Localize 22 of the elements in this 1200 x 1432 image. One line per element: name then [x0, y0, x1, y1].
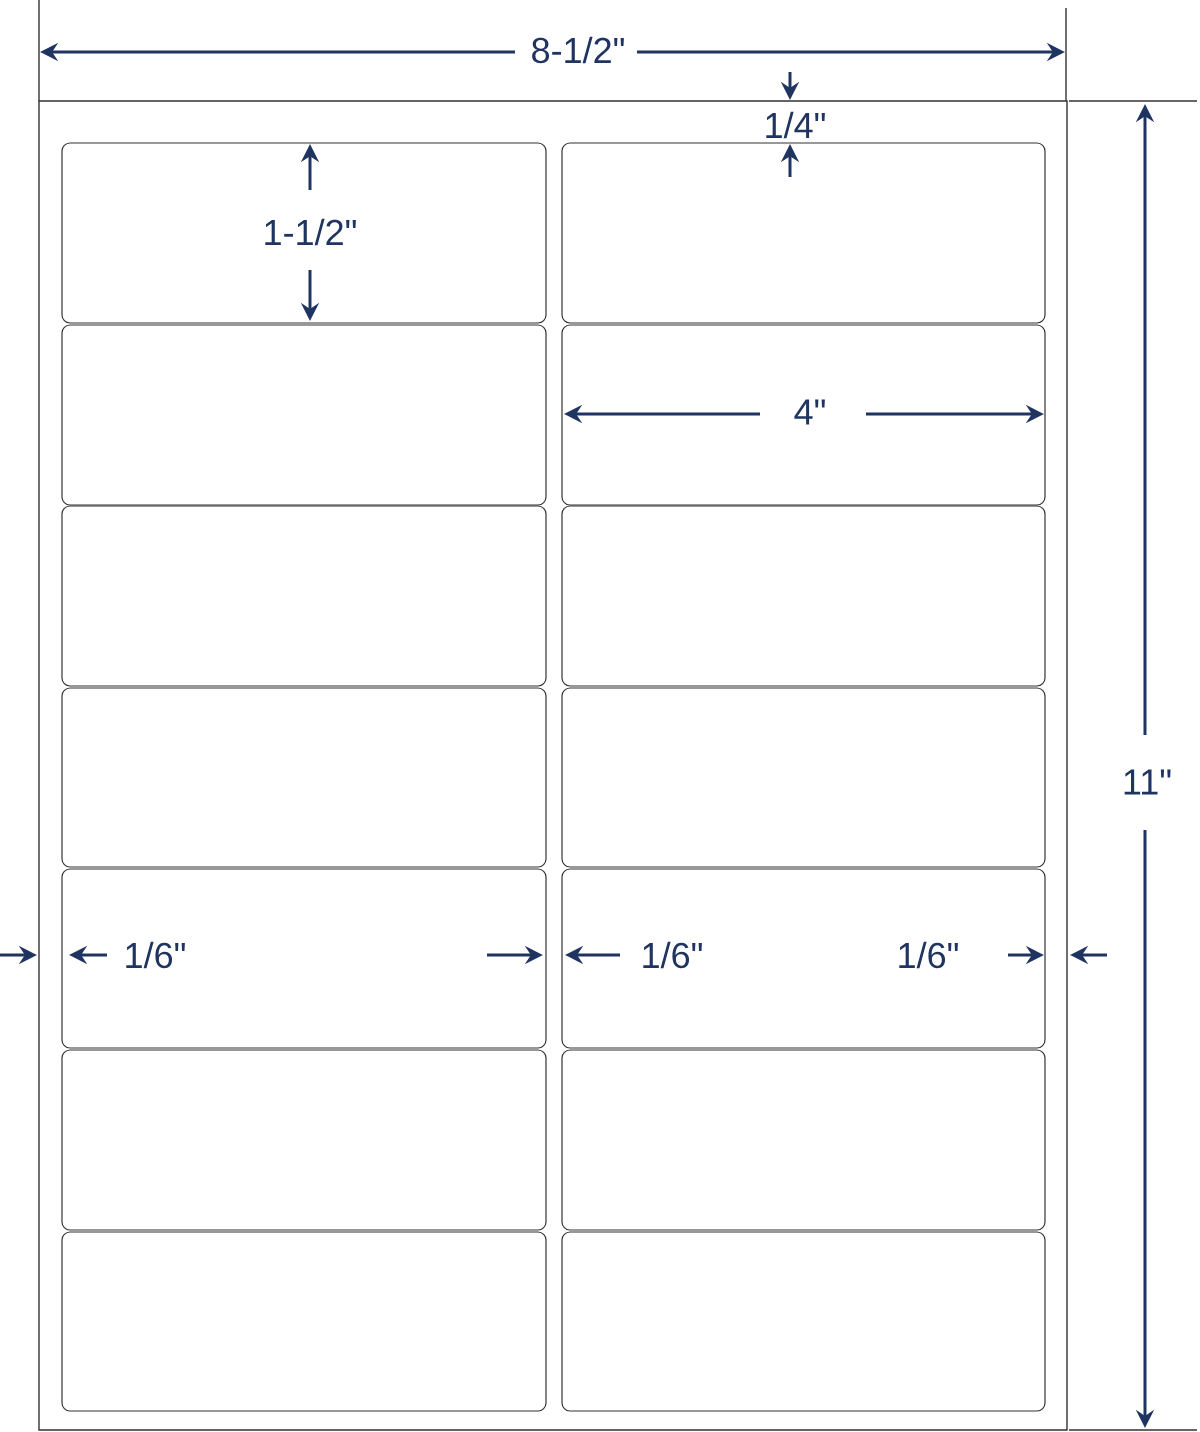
dimension-label: 1/6"	[899, 941, 958, 969]
label-rectangle	[561, 505, 1046, 687]
label-rectangle	[61, 324, 547, 506]
label-rectangle	[561, 868, 1046, 1049]
label-rectangle	[61, 687, 547, 868]
dimension-label: 1/6"	[126, 941, 185, 969]
label-rectangle	[561, 142, 1046, 324]
dimension-label: 1/6"	[643, 941, 702, 969]
dimension-label: 4"	[794, 399, 825, 425]
label-rectangle	[561, 1049, 1046, 1231]
label-rectangle	[561, 687, 1046, 868]
dimension-label: 1-1/2"	[265, 218, 356, 246]
label-rectangle	[61, 1231, 547, 1412]
label-rectangle	[61, 142, 547, 324]
label-rectangle	[61, 1049, 547, 1231]
label-rectangle	[61, 868, 547, 1049]
label-rectangle	[561, 1231, 1046, 1412]
label-rectangle	[61, 505, 547, 687]
dimension-label: 11"	[1124, 769, 1171, 795]
dimension-label: 8-1/2"	[532, 36, 624, 64]
sheet-outline	[38, 100, 1068, 1431]
label-rectangle	[561, 324, 1046, 506]
